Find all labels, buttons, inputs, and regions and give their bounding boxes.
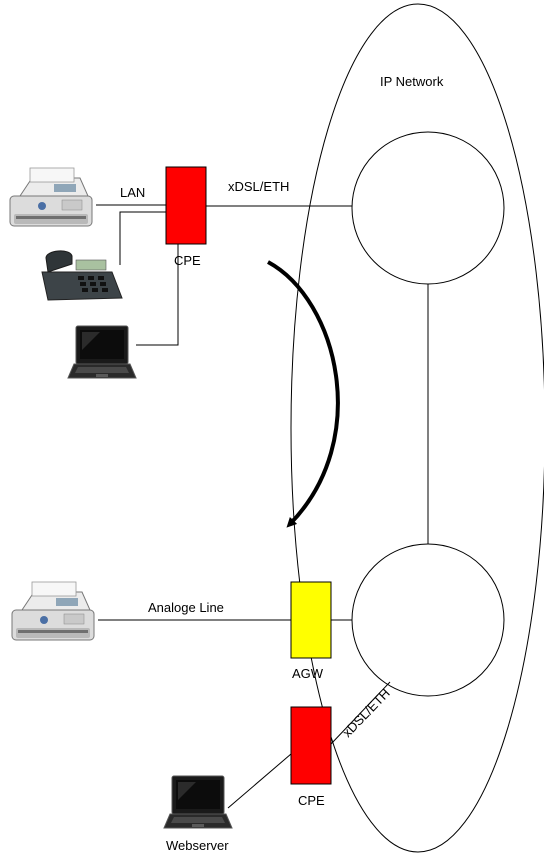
cpe-top xyxy=(165,166,207,245)
laptop-icon xyxy=(67,325,137,379)
xdsl-link-bottom xyxy=(330,681,391,745)
webserver-label: Webserver xyxy=(166,838,229,853)
laptop-link xyxy=(136,244,179,346)
router-node-bottom xyxy=(351,543,505,697)
fax-icon xyxy=(11,581,95,641)
webserver-link xyxy=(227,753,292,809)
lan-label: LAN xyxy=(120,185,145,200)
desk-phone-icon xyxy=(41,250,123,301)
xdsl-top-label: xDSL/ETH xyxy=(228,179,289,194)
migration-arrow xyxy=(267,260,340,528)
phone-link xyxy=(119,211,166,265)
laptop-icon xyxy=(163,775,233,829)
fax-icon xyxy=(9,167,93,227)
ip-network-boundary xyxy=(290,3,544,853)
router-node-top xyxy=(351,131,505,285)
cpe-bottom xyxy=(290,706,332,785)
agw-label: AGW xyxy=(292,666,324,681)
agw-box xyxy=(290,581,332,659)
cpe-top-label: CPE xyxy=(174,253,201,268)
xdsl-bottom-label: xDSL/ETH xyxy=(339,685,392,740)
ip-network-label: IP Network xyxy=(380,74,444,89)
cpe-bottom-label: CPE xyxy=(298,793,325,808)
analog-line-label: Analoge Line xyxy=(148,600,224,615)
